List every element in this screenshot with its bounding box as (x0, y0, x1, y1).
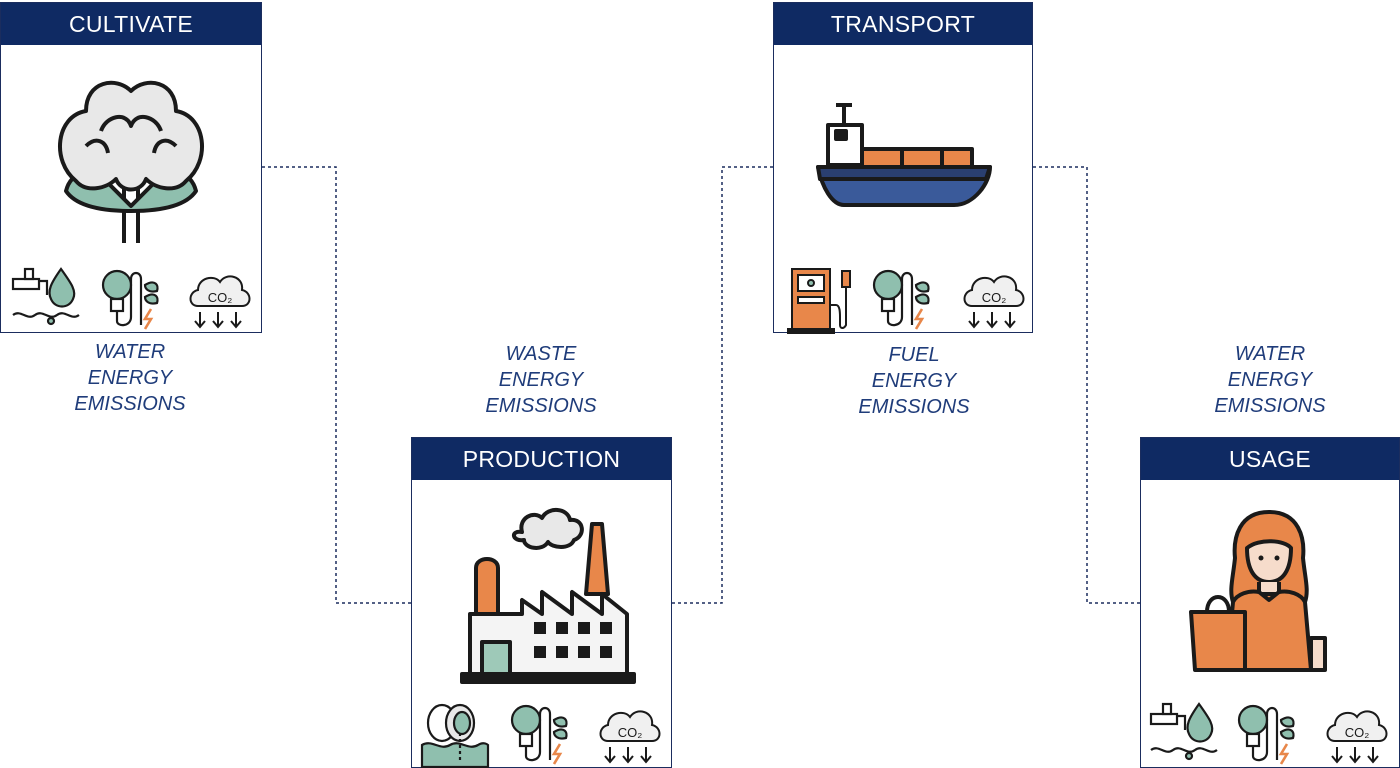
caption-line: WATER (94, 341, 166, 363)
caption-line: ENERGY (498, 369, 584, 391)
caption-line: EMISSIONS (485, 395, 597, 417)
cotton-plant-icon (58, 80, 204, 243)
waste-pipe-icon (420, 703, 490, 768)
connector-transport-usage (1033, 166, 1140, 604)
caption-line: FUEL (888, 344, 940, 366)
stage-title: TRANSPORT (774, 3, 1032, 45)
caption-line: EMISSIONS (74, 393, 186, 415)
caption-line: ENERGY (1227, 369, 1313, 391)
caption-line: ENERGY (871, 370, 957, 392)
stage-title: USAGE (1141, 438, 1399, 480)
energy-bulb-icon (101, 269, 159, 330)
co2-cloud-icon: CO₂ (189, 275, 251, 329)
energy-bulb-icon (872, 269, 930, 330)
energy-bulb-icon (510, 704, 568, 765)
caption-usage: WATER ENERGY EMISSIONS (1190, 341, 1350, 419)
caption-production: WASTE ENERGY EMISSIONS (461, 341, 621, 419)
water-tap-icon (1149, 702, 1218, 761)
co2-cloud-icon: CO₂ (1326, 710, 1388, 764)
stage-title: CULTIVATE (1, 3, 261, 45)
stage-card-cultivate: CULTIVATE (0, 2, 262, 333)
caption-line: EMISSIONS (858, 396, 970, 418)
caption-line: EMISSIONS (1214, 395, 1326, 417)
co2-cloud-icon: CO₂ (963, 275, 1025, 329)
stage-card-usage: USAGE (1140, 437, 1400, 768)
connector-production-transport (672, 166, 773, 604)
caption-cultivate: WATER ENERGY EMISSIONS (50, 339, 210, 417)
energy-bulb-icon (1237, 704, 1295, 765)
caption-line: WASTE (505, 343, 577, 365)
stage-card-transport: TRANSPORT (773, 2, 1033, 334)
stage-title: PRODUCTION (412, 438, 671, 480)
caption-transport: FUEL ENERGY EMISSIONS (834, 342, 994, 420)
water-tap-icon (11, 267, 80, 326)
caption-line: WATER (1234, 343, 1306, 365)
co2-label: CO₂ (208, 290, 233, 305)
co2-label: CO₂ (1345, 725, 1370, 740)
cargo-ship-icon (816, 103, 992, 207)
co2-cloud-icon: CO₂ (599, 710, 661, 764)
fuel-pump-icon (787, 268, 851, 334)
connector-cultivate-production (262, 166, 411, 604)
factory-icon (460, 508, 636, 684)
co2-label: CO₂ (982, 290, 1007, 305)
stage-card-production: PRODUCTION (411, 437, 672, 768)
co2-label: CO₂ (618, 725, 643, 740)
shopper-person-icon (1189, 510, 1327, 672)
caption-line: ENERGY (87, 367, 173, 389)
